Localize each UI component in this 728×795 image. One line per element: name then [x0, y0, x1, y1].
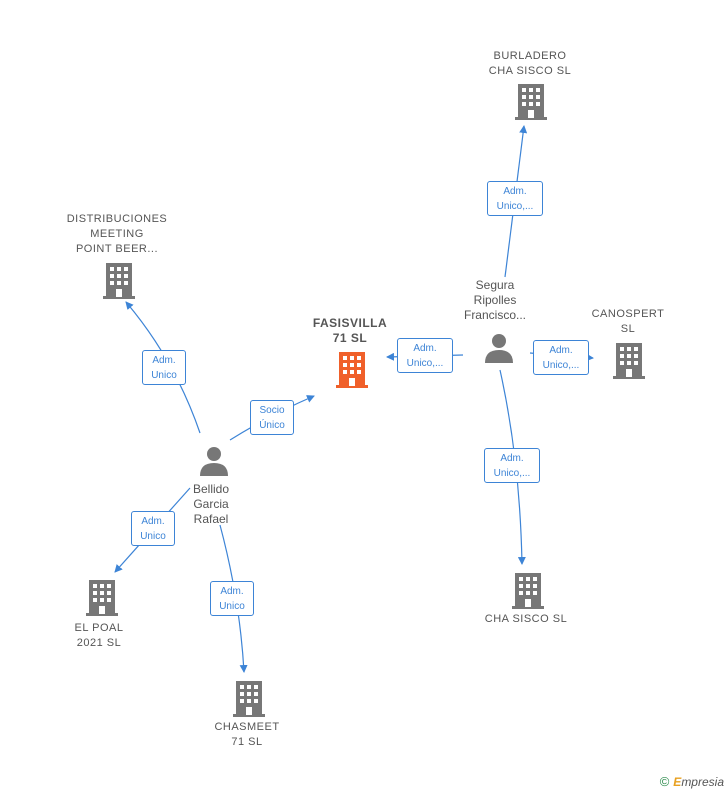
building-icon[interactable] — [233, 681, 265, 717]
company-label-elpoal: EL POAL 2021 SL — [74, 622, 124, 649]
building-icon[interactable] — [515, 84, 547, 120]
edge-label-segura-burladero[interactable]: Adm. Unico,... — [487, 181, 543, 216]
brand-initial: E — [673, 775, 682, 789]
building-main-icon[interactable] — [336, 352, 368, 388]
person-icon[interactable] — [484, 333, 514, 363]
company-label-distribuciones: DISTRIBUCIONES MEETING POINT BEER... — [66, 213, 168, 255]
edge-label-segura-chasisco[interactable]: Adm. Unico,... — [484, 448, 540, 483]
building-icon[interactable] — [613, 343, 645, 379]
edge-label-bellido-chasmeet[interactable]: Adm. Unico — [210, 581, 254, 616]
person-icon[interactable] — [199, 446, 229, 476]
brand-name: mpresia — [681, 775, 724, 789]
edge-label-bellido-distribuciones[interactable]: Adm. Unico — [142, 350, 186, 385]
person-label-segura: Segura Ripolles Francisco... — [463, 278, 526, 322]
edge-label-segura-canospert[interactable]: Adm. Unico,... — [533, 340, 589, 375]
building-icon[interactable] — [103, 263, 135, 299]
company-label-canospert: CANOSPERT SL — [591, 308, 665, 335]
copyright-icon: © — [659, 774, 670, 789]
person-label-bellido: Bellido Garcia Rafael — [192, 482, 230, 526]
building-icon[interactable] — [512, 573, 544, 609]
edge-label-segura-fasisvilla[interactable]: Adm. Unico,... — [397, 338, 453, 373]
edge-label-bellido-fasisvilla[interactable]: Socio Único — [250, 400, 294, 435]
empresia-watermark: ©Empresia — [660, 774, 724, 789]
company-label-chasisco: CHA SISCO SL — [484, 613, 568, 625]
company-label-chasmeet: CHASMEET 71 SL — [214, 721, 280, 748]
building-icon[interactable] — [86, 580, 118, 616]
edge-label-bellido-elpoal[interactable]: Adm. Unico — [131, 511, 175, 546]
company-label-burladero: BURLADERO CHA SISCO SL — [488, 50, 572, 77]
company-label-fasisvilla: FASISVILLA 71 SL — [312, 316, 388, 345]
